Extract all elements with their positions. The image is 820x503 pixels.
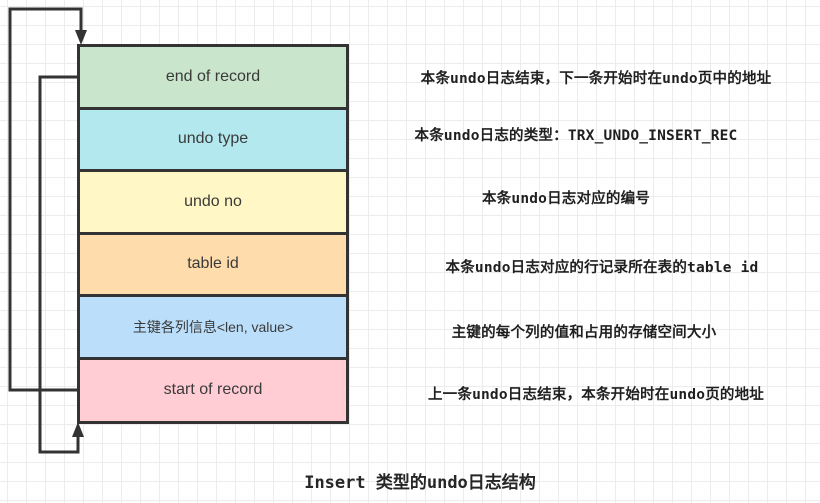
undo-log-record-structure: end of record undo type undo no table id…	[77, 44, 349, 424]
arrow-up-head-icon	[72, 422, 84, 437]
diagram-title: Insert 类型的undo日志结构	[304, 473, 536, 493]
field-label: 主键各列信息<len, value>	[132, 318, 294, 335]
field-label: undo type	[177, 130, 249, 148]
field-label: table id	[187, 255, 239, 273]
description-table-id: 本条undo日志对应的行记录所在表的table id	[445, 260, 759, 276]
field-label: end of record	[165, 67, 261, 85]
description-end-of-record: 本条undo日志结束，下一条开始时在undo页中的地址	[420, 71, 772, 87]
field-primary-key-columns: 主键各列信息<len, value>	[80, 297, 346, 360]
field-label: undo no	[184, 192, 242, 210]
description-undo-type: 本条undo日志的类型：TRX_UNDO_INSERT_REC	[414, 128, 738, 144]
arrow-end-to-start-line	[38, 75, 80, 454]
description-start-of-record: 上一条undo日志结束，本条开始时在undo页的地址	[427, 387, 765, 403]
field-start-of-record: start of record	[80, 359, 346, 421]
arrow-down-head-icon	[75, 30, 87, 45]
field-undo-no: undo no	[80, 172, 346, 235]
field-undo-type: undo type	[80, 109, 346, 172]
description-primary-key-columns: 主键的每个列的值和占用的存储空间大小	[451, 325, 717, 341]
field-table-id: table id	[80, 234, 346, 297]
description-undo-no: 本条undo日志对应的编号	[481, 191, 651, 207]
field-label: start of record	[163, 381, 263, 398]
field-end-of-record: end of record	[80, 47, 346, 110]
arrow-start-to-end-line	[8, 7, 83, 392]
